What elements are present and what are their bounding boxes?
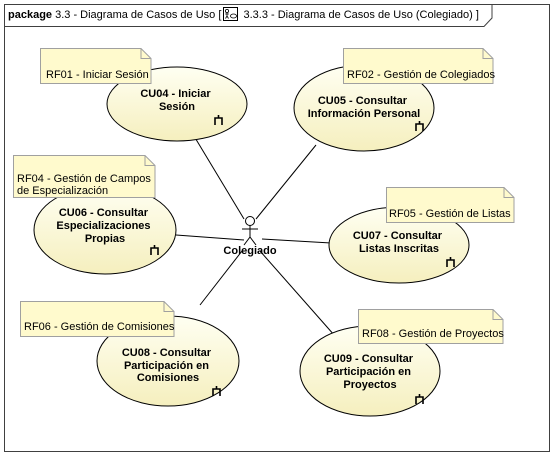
use-case-icon bbox=[415, 121, 424, 131]
svg-text:RF06 - Gestión de Comisiones: RF06 - Gestión de Comisiones bbox=[24, 321, 175, 333]
use-case-label: CU08 - Consultar bbox=[122, 347, 212, 359]
svg-text:CU09 - Consultar Partici: CU09 - Consultar Participación en Proyec… bbox=[324, 353, 416, 391]
use-case-cu08[interactable]: CU08 - Consultar Participación en Comisi… bbox=[96, 315, 240, 407]
bracket-close: ] bbox=[475, 9, 479, 21]
note-text: RF04 - Gestión de Campos bbox=[17, 173, 151, 185]
actor-label: Colegiado bbox=[223, 245, 276, 257]
actor-figure-icon bbox=[242, 216, 258, 246]
svg-text:RF04 - Gestión de Campos: RF04 - Gestión de Campos de Especializac… bbox=[17, 173, 154, 197]
use-case-label: Proyectos bbox=[343, 379, 396, 391]
association-cu09 bbox=[259, 250, 336, 337]
use-case-label: Propias bbox=[85, 233, 125, 245]
note-text: RF05 - Gestión de Listas bbox=[389, 208, 511, 220]
association-cu04 bbox=[193, 135, 245, 220]
use-case-label: Comisiones bbox=[137, 372, 199, 384]
bracket-open: [ bbox=[218, 9, 222, 21]
svg-text:CU07 - Consultar Listas: CU07 - Consultar Listas Inscritas bbox=[353, 230, 445, 255]
use-case-label: Sesión bbox=[159, 101, 195, 113]
svg-text:RF05 - Gestión de Listas: RF05 - Gestión de Listas bbox=[389, 208, 511, 220]
use-case-cu05[interactable]: CU05 - Consultar Información Personal bbox=[293, 64, 435, 152]
note-shape bbox=[40, 48, 152, 84]
svg-text:CU04 - Iniciar Sesión: CU04 - Iniciar Sesión bbox=[140, 88, 213, 113]
note-rf05[interactable]: RF05 - Gestión de Listas bbox=[386, 187, 515, 223]
note-shape bbox=[358, 309, 504, 344]
use-case-icon bbox=[446, 257, 455, 267]
use-case-icon bbox=[214, 115, 223, 125]
package-name: 3.3 - Diagrama de Casos de Uso bbox=[55, 9, 216, 21]
association-cu07 bbox=[261, 238, 332, 244]
actor-colegiado[interactable]: Colegiado bbox=[223, 216, 277, 258]
note-text: de Especialización bbox=[17, 185, 108, 197]
use-case-label: Listas Inscritas bbox=[359, 243, 439, 255]
frame-keyword: package bbox=[8, 9, 53, 21]
use-case-icon bbox=[212, 386, 221, 396]
note-shape bbox=[343, 48, 494, 84]
note-text: RF01 - Iniciar Sesión bbox=[46, 69, 149, 81]
association-cu06 bbox=[175, 234, 245, 241]
note-fold bbox=[163, 301, 174, 312]
use-case-label: CU04 - Iniciar bbox=[140, 88, 211, 100]
note-rf04[interactable]: RF04 - Gestión de Campos de Especializac… bbox=[13, 155, 156, 198]
use-case-label: Participación en bbox=[124, 360, 209, 372]
note-rf08[interactable]: RF08 - Gestión de Proyectos bbox=[358, 309, 505, 344]
note-shape bbox=[386, 187, 515, 223]
use-case-label: CU07 - Consultar bbox=[353, 230, 443, 242]
use-case-label: Especializaciones bbox=[56, 220, 150, 232]
use-case-cu06[interactable]: CU06 - Consultar Especializaciones Propi… bbox=[33, 185, 177, 275]
note-fold bbox=[140, 48, 151, 59]
use-case-icon bbox=[415, 394, 424, 404]
associations bbox=[175, 135, 336, 337]
note-rf06[interactable]: RF06 - Gestión de Comisiones bbox=[20, 301, 175, 337]
use-case-shape bbox=[106, 66, 248, 142]
association-cu05 bbox=[255, 144, 317, 220]
note-text: RF02 - Gestión de Colegiados bbox=[347, 69, 495, 81]
use-case-cu07[interactable]: CU07 - Consultar Listas Inscritas bbox=[328, 206, 470, 284]
diagram-frame-title: package 3.3 - Diagrama de Casos de Uso [… bbox=[8, 7, 479, 23]
use-case-label: CU09 - Consultar bbox=[324, 353, 414, 365]
note-shape bbox=[13, 155, 156, 198]
svg-text:CU08 - Consultar Partici: CU08 - Consultar Participación en Comisi… bbox=[122, 347, 214, 384]
note-text: RF06 - Gestión de Comisiones bbox=[24, 321, 175, 333]
use-case-label: Participación en bbox=[326, 366, 411, 378]
svg-text:CU05 - Consultar Informa: CU05 - Consultar Información Personal bbox=[308, 95, 420, 120]
note-fold bbox=[144, 155, 155, 166]
diagram-name: 3.3.3 - Diagrama de Casos de Uso (Colegi… bbox=[243, 9, 473, 21]
note-rf02[interactable]: RF02 - Gestión de Colegiados bbox=[343, 48, 496, 84]
note-fold bbox=[503, 187, 514, 198]
use-case-diagram-icon bbox=[223, 7, 239, 21]
use-case-cu09[interactable]: CU09 - Consultar Participación en Proyec… bbox=[299, 325, 441, 417]
use-case-label: Información Personal bbox=[308, 108, 420, 120]
svg-text:RF08 - Gestión de Proyectos: RF08 - Gestión de Proyectos bbox=[362, 328, 504, 340]
svg-text:CU06 - Consultar Especia: CU06 - Consultar Especializaciones Propi… bbox=[56, 207, 153, 245]
svg-text:RF02 - Gestión de Colegiados: RF02 - Gestión de Colegiados bbox=[347, 69, 495, 81]
note-shape bbox=[20, 301, 175, 337]
use-case-cu04[interactable]: CU04 - Iniciar Sesión bbox=[106, 66, 248, 142]
note-rf01[interactable]: RF01 - Iniciar Sesión bbox=[40, 48, 152, 84]
note-text: RF08 - Gestión de Proyectos bbox=[362, 328, 504, 340]
association-cu08 bbox=[199, 250, 243, 306]
use-case-label: CU06 - Consultar bbox=[59, 207, 149, 219]
svg-text:RF01 - Iniciar Sesión: RF01 - Iniciar Sesión bbox=[46, 69, 149, 81]
use-case-icon bbox=[150, 245, 159, 255]
note-fold bbox=[492, 309, 503, 320]
use-case-label: CU05 - Consultar bbox=[318, 95, 408, 107]
note-fold bbox=[482, 48, 493, 59]
frame-title-tab bbox=[4, 4, 493, 27]
